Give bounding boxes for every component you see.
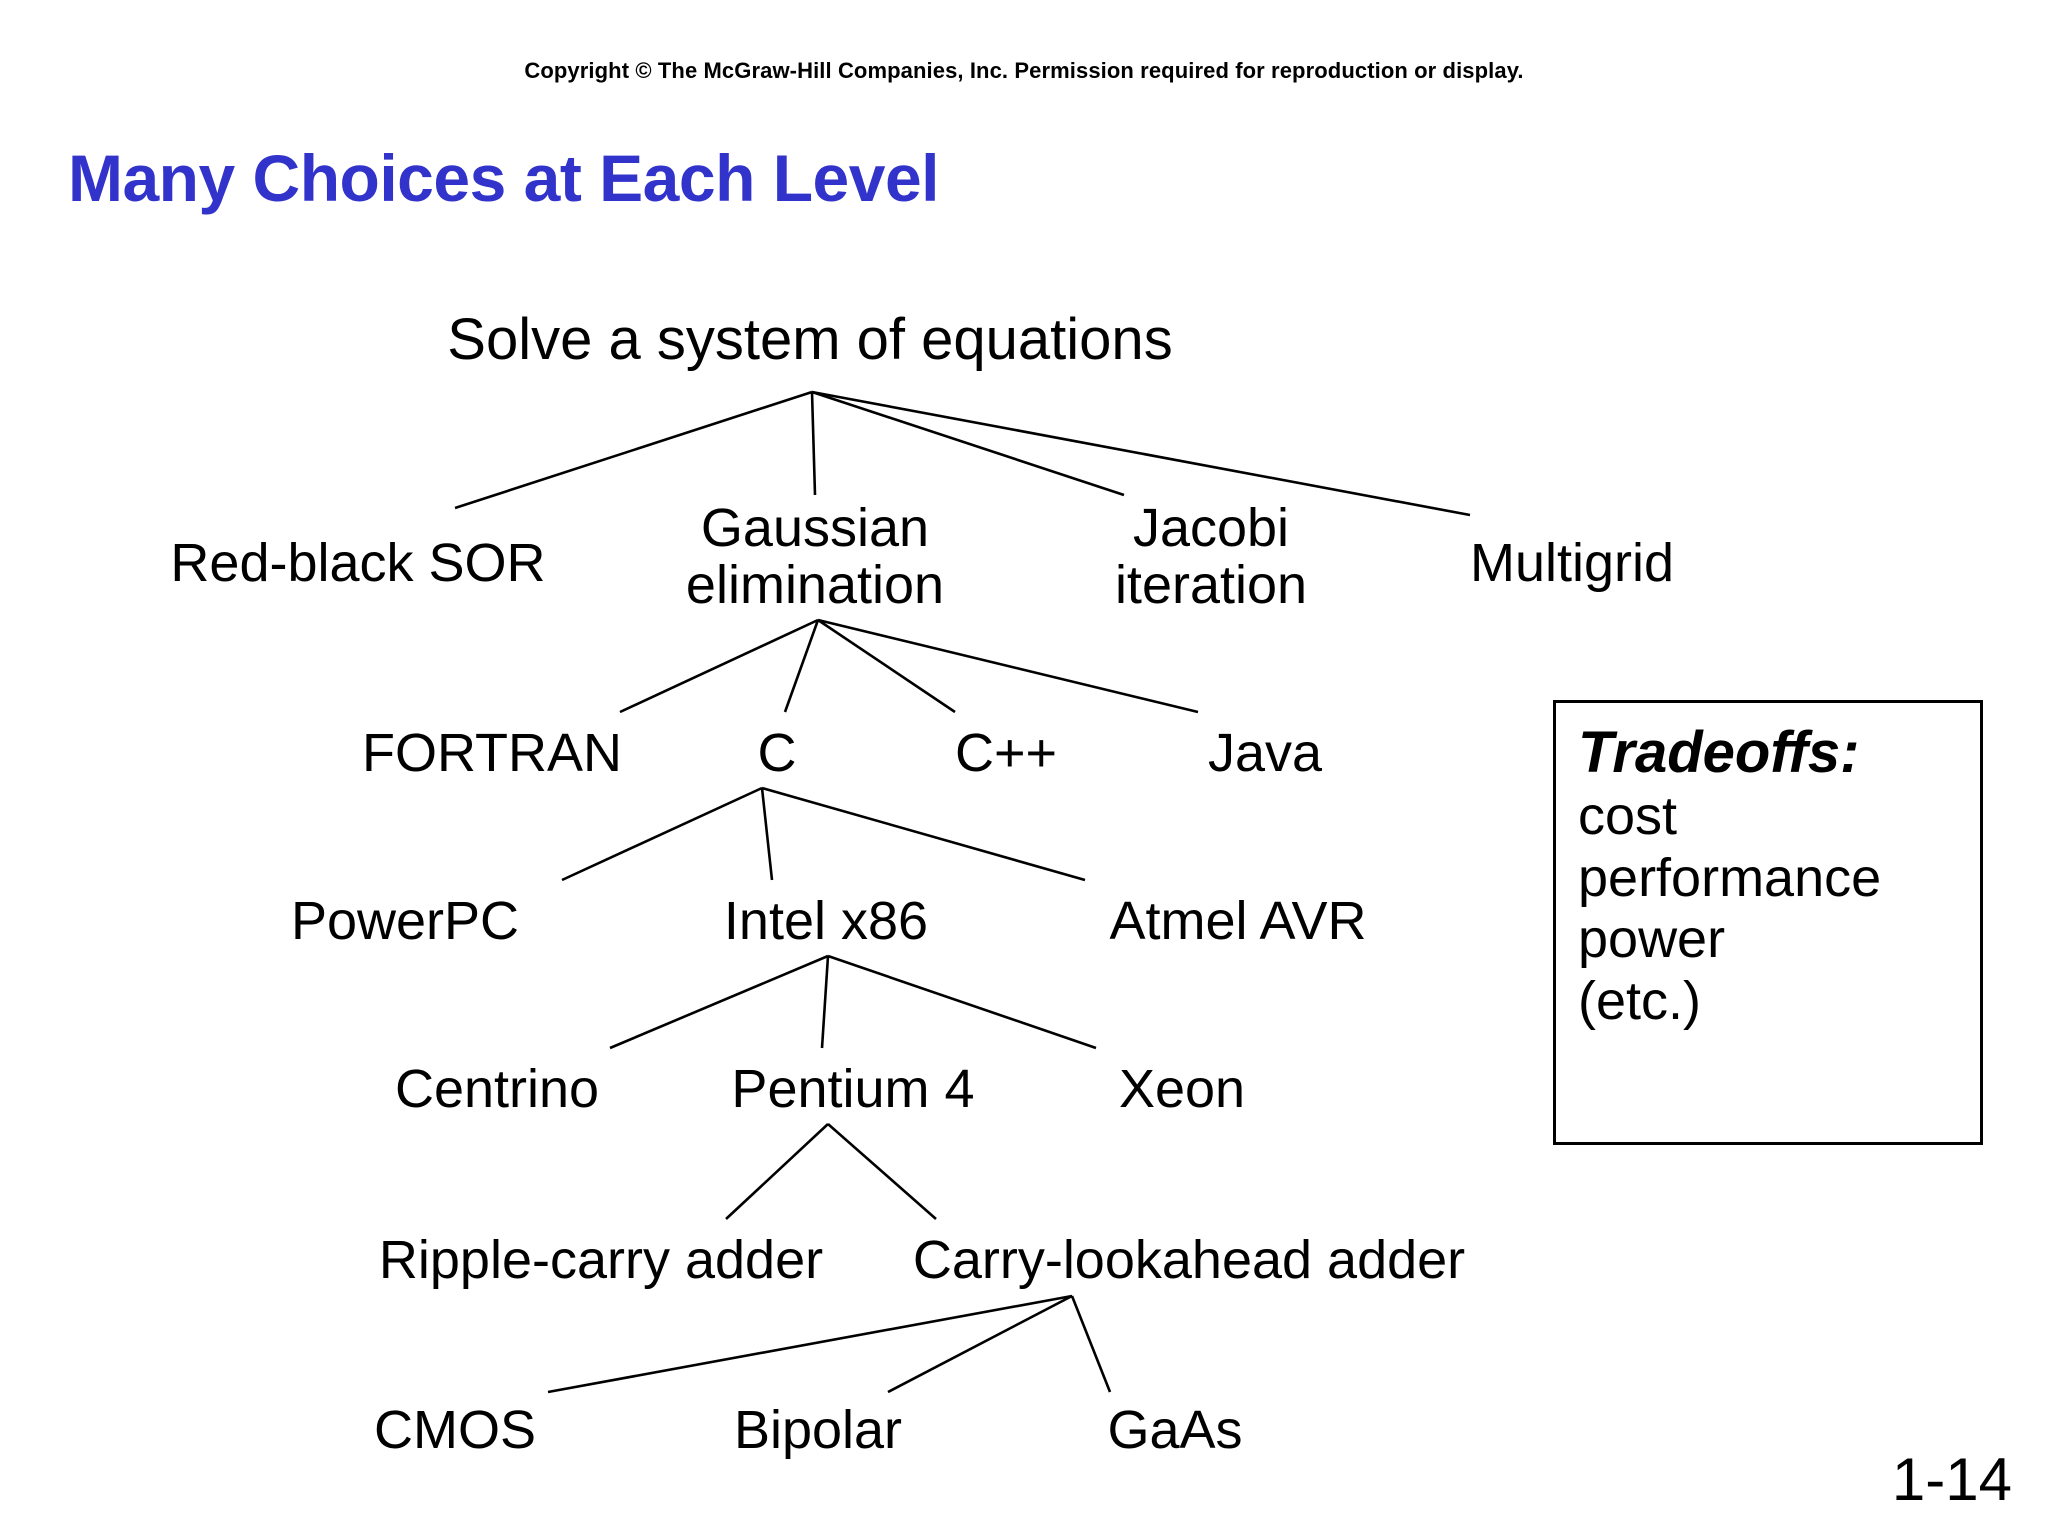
tree-node-jacobi-iteration: Jacobi iteration: [1115, 500, 1307, 613]
tree-node-gaas: GaAs: [1107, 1402, 1242, 1458]
tree-node-gaussian-elimination: Gaussian elimination: [686, 500, 944, 613]
tree-node-label-line1: Gaussian: [700, 498, 930, 558]
tree-node-intel-x86: Intel x86: [724, 893, 928, 949]
tree-node-label: Bipolar: [733, 1400, 903, 1460]
tree-node-pentium-4: Pentium 4: [731, 1061, 974, 1117]
page-number: 1-14: [1891, 1446, 2012, 1513]
tree-node-label: Pentium 4: [731, 1059, 975, 1119]
tree-node-cmos: CMOS: [374, 1402, 536, 1458]
tree-node-label: CMOS: [374, 1400, 536, 1460]
tree-node-cpp: C++: [955, 725, 1057, 781]
tree-node-root: Solve a system of equations: [447, 307, 1173, 372]
tree-node-label: Atmel AVR: [1109, 891, 1367, 951]
tradeoffs-box: Tradeoffs: cost performance power (etc.): [1553, 700, 1983, 1145]
tree-node-label: PowerPC: [290, 891, 520, 951]
tree-node-c: C: [758, 725, 797, 781]
tree-node-label: Ripple-carry adder: [378, 1230, 824, 1290]
tree-node-label: Centrino: [394, 1059, 600, 1119]
tradeoffs-item-cost: cost: [1578, 785, 1678, 846]
tree-node-powerpc: PowerPC: [291, 893, 519, 949]
tree-node-label-line2: elimination: [685, 554, 945, 615]
tree-node-label: Multigrid: [1469, 533, 1675, 593]
tradeoffs-item-performance: performance: [1578, 847, 1882, 908]
copyright-notice: Copyright © The McGraw-Hill Companies, I…: [524, 58, 1524, 83]
tree-node-java: Java: [1208, 725, 1322, 781]
tree-node-label: Carry-lookahead adder: [912, 1230, 1466, 1290]
tree-node-label: GaAs: [1107, 1400, 1243, 1460]
tree-node-red-black-sor: Red-black SOR: [170, 535, 545, 592]
tree-node-label: FORTRAN: [361, 723, 623, 783]
tree-node-multigrid: Multigrid: [1470, 535, 1674, 591]
page-title: Many Choices at Each Level: [68, 141, 940, 215]
tree-node-xeon: Xeon: [1119, 1061, 1245, 1117]
tree-node-ripple-carry-adder: Ripple-carry adder: [379, 1232, 823, 1288]
tradeoffs-title: Tradeoffs:: [1578, 720, 1860, 785]
tradeoffs-item-etc: (etc.): [1578, 970, 1702, 1031]
tree-node-label: Intel x86: [723, 891, 929, 951]
tree-node-fortran: FORTRAN: [362, 725, 622, 781]
tree-node-label: Java: [1207, 723, 1323, 783]
tree-node-label: C++: [954, 723, 1058, 783]
tree-node-label: Solve a system of equations: [447, 307, 1173, 372]
tree-node-label: Xeon: [1118, 1059, 1246, 1119]
tree-node-label: C: [757, 723, 797, 783]
tree-node-label: Red-black SOR: [170, 533, 546, 593]
tree-node-label-line1: Jacobi: [1132, 498, 1290, 558]
tree-node-bipolar: Bipolar: [734, 1402, 902, 1458]
tree-node-carry-lookahead-adder: Carry-lookahead adder: [913, 1232, 1465, 1288]
tradeoffs-item-power: power: [1578, 909, 1726, 970]
tree-node-label-line2: iteration: [1114, 554, 1308, 615]
tree-node-centrino: Centrino: [395, 1061, 599, 1117]
tree-node-atmel-avr: Atmel AVR: [1109, 893, 1366, 949]
